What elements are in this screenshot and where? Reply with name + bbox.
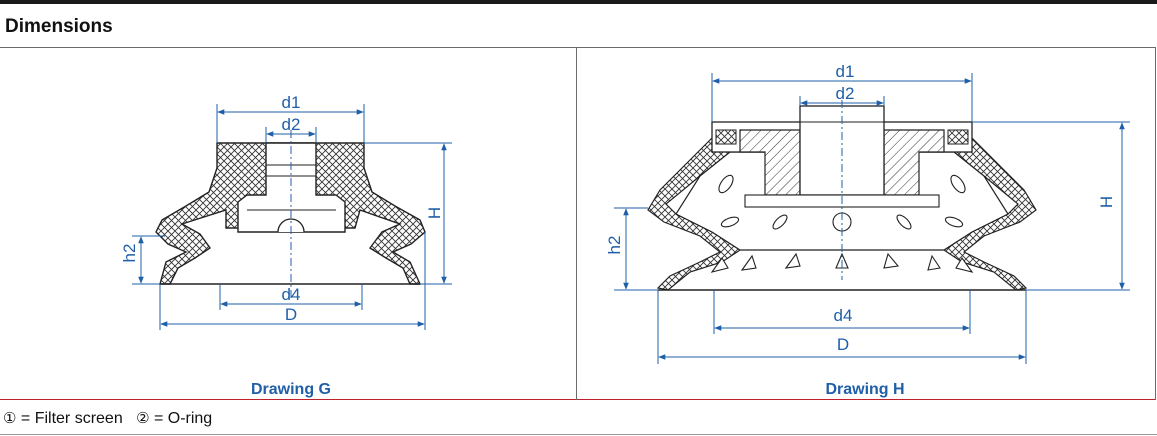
drawing-h-d2-label: d2 bbox=[836, 84, 855, 103]
drawing-h-d4-label: d4 bbox=[834, 306, 853, 325]
drawing-h-vent-slots bbox=[718, 174, 966, 232]
drawing-h-h2-label: h2 bbox=[605, 236, 624, 255]
drawing-g: d1 d2 d4 D H h2 bbox=[120, 93, 452, 330]
legend-filter-screen-text: = Filter screen bbox=[16, 410, 123, 427]
legend-filter-screen-number: ① bbox=[3, 410, 17, 427]
drawing-h-H-label: H bbox=[1097, 196, 1116, 208]
top-rule bbox=[0, 0, 1157, 4]
legend-o-ring-text: = O-ring bbox=[149, 410, 213, 427]
bottom-rule bbox=[0, 434, 1157, 435]
drawing-h-D-label: D bbox=[837, 335, 849, 354]
drawing-g-d1-label: d1 bbox=[282, 93, 301, 112]
drawing-h-d1-label: d1 bbox=[836, 62, 855, 81]
drawing-g-H-label: H bbox=[425, 207, 444, 219]
section-title: Dimensions bbox=[5, 16, 113, 37]
drawing-g-d4-label: d4 bbox=[282, 285, 301, 304]
drawing-h-caption: Drawing H bbox=[825, 381, 905, 398]
drawings-frame bbox=[0, 47, 1156, 400]
drawing-h: d1 d2 d4 D H h2 bbox=[605, 62, 1130, 364]
panel-divider bbox=[576, 47, 577, 400]
drawing-g-d2-label: d2 bbox=[282, 115, 301, 134]
drawing-h-lower-slots bbox=[710, 252, 974, 273]
legend-o-ring-number: ② bbox=[136, 410, 150, 427]
drawing-g-caption: Drawing G bbox=[250, 381, 331, 398]
drawing-g-h2-label: h2 bbox=[120, 244, 139, 263]
legend: ① = Filter screen ② = O-ring bbox=[3, 409, 212, 428]
drawing-g-D-label: D bbox=[285, 305, 297, 324]
panel-right-edge bbox=[1155, 47, 1156, 400]
